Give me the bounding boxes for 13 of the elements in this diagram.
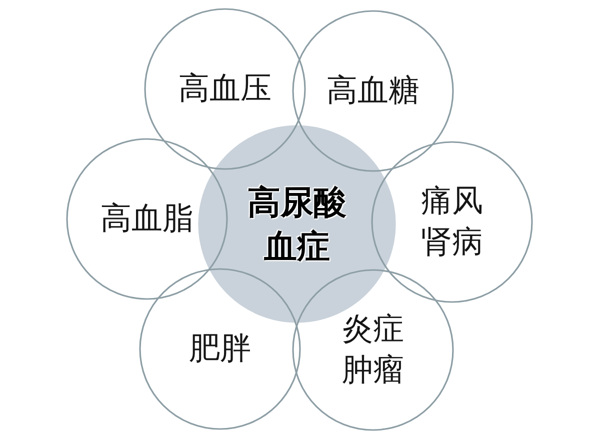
venn-circle [292,269,454,431]
venn-circle [139,268,301,430]
condition-label: 高血糖 [326,72,420,111]
condition-label: 高血压 [178,70,272,109]
main-topic-label: 高尿酸血症 [246,181,348,267]
venn-circle [144,8,306,170]
venn-circle [66,138,228,300]
condition-label: 痛风肾病 [420,182,484,262]
condition-label: 肥胖 [189,330,251,369]
condition-label: 高血脂 [100,200,194,239]
venn-circle [292,10,454,172]
venn-circle [371,141,533,303]
condition-label: 炎症肿瘤 [341,310,405,390]
